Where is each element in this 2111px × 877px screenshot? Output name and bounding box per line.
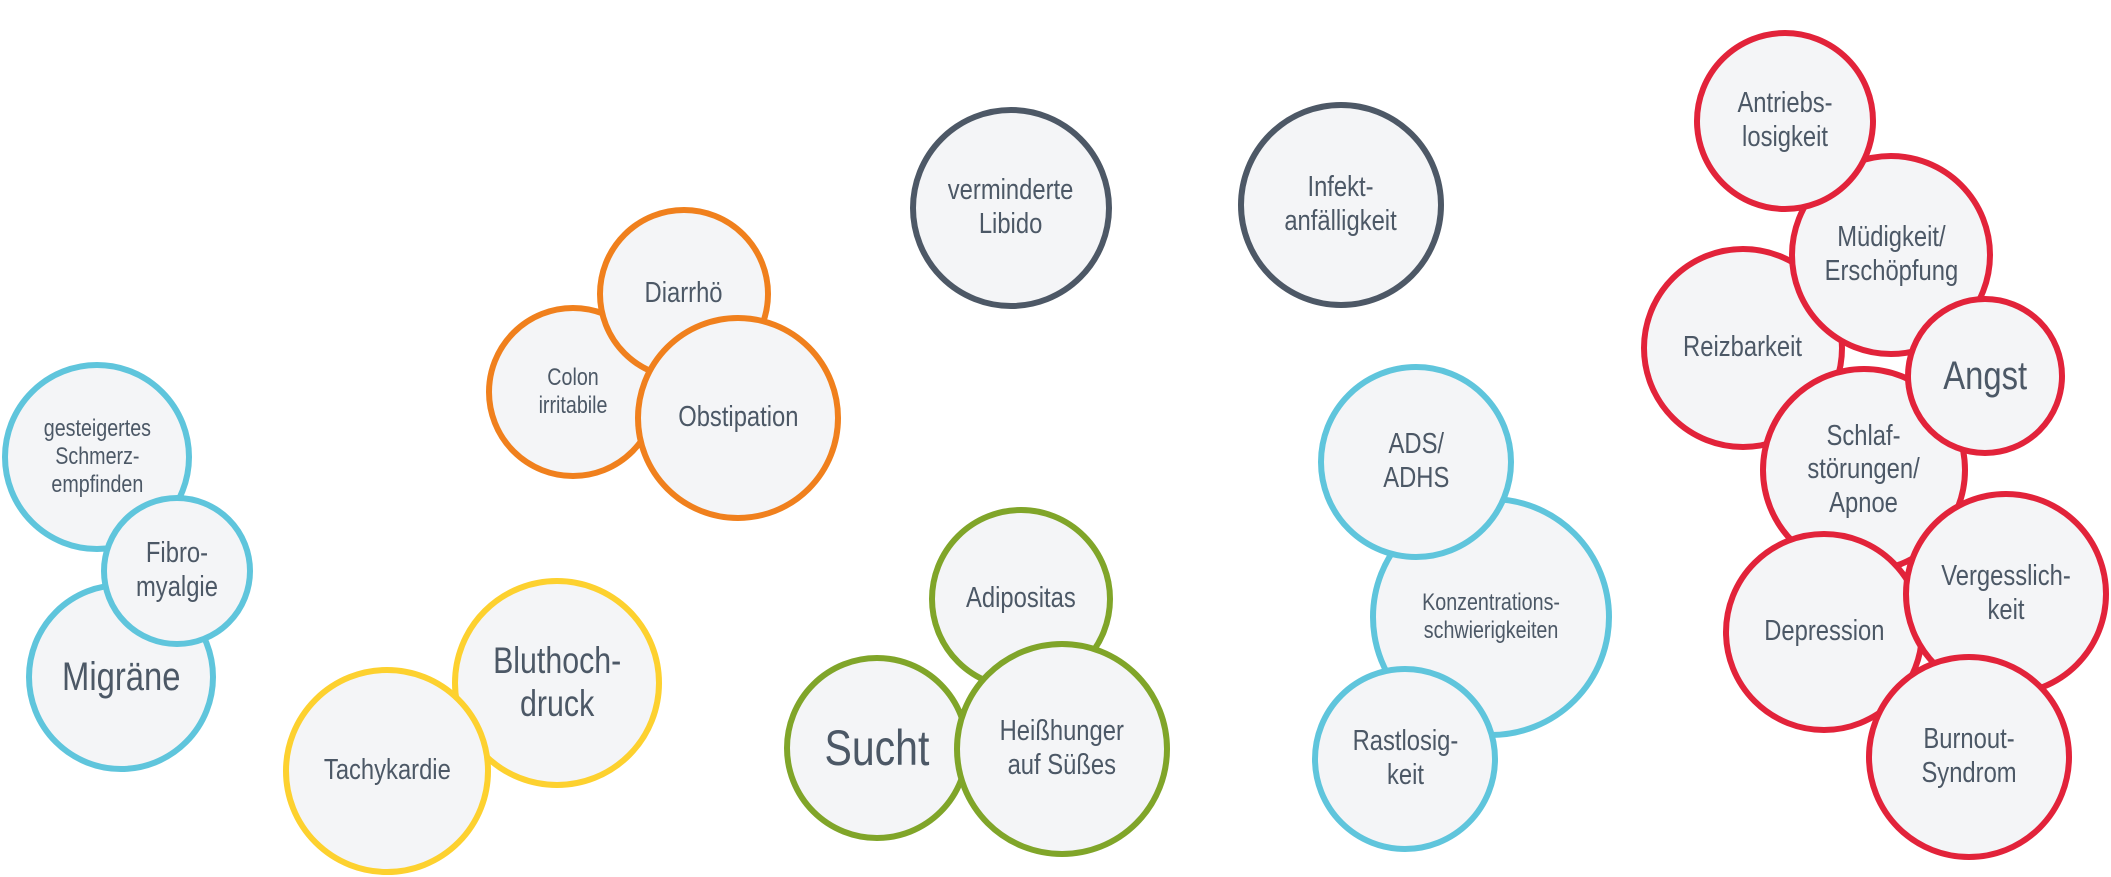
bubble-label: Burnout- Syndrom xyxy=(1921,723,2017,789)
bubble-label: gesteigertes Schmerz- empfinden xyxy=(43,415,151,498)
bubble-label: Sucht xyxy=(824,720,930,776)
bubble-label: verminderte Libido xyxy=(948,174,1074,240)
bubble-ads-adhs: ADS/ ADHS xyxy=(1318,364,1514,560)
bubble-burnout: Burnout- Syndrom xyxy=(1866,654,2072,860)
bubble-label: Müdigkeit/ Erschöpfung xyxy=(1824,221,1958,287)
bubble-label: Colon irritabile xyxy=(538,364,608,419)
bubble-label: Migräne xyxy=(61,654,181,699)
bubble-fibromyalgie: Fibro- myalgie xyxy=(101,495,253,647)
bubble-angst: Angst xyxy=(1905,296,2065,456)
bubble-antriebslosigkeit: Antriebs- losigkeit xyxy=(1694,30,1876,212)
bubble-infektanfaelligkeit: Infekt- anfälligkeit xyxy=(1238,102,1444,308)
bubble-tachykardie: Tachykardie xyxy=(283,667,491,875)
bubble-obstipation: Obstipation xyxy=(635,315,841,521)
bubble-label: Infekt- anfälligkeit xyxy=(1284,171,1398,237)
bubble-label: Diarrhö xyxy=(645,277,723,310)
bubble-verminderte-libido: verminderte Libido xyxy=(910,107,1112,309)
bubble-rastlosigkeit: Rastlosig- keit xyxy=(1312,666,1498,852)
bubble-label: Angst xyxy=(1943,353,2027,398)
bubble-label: Fibro- myalgie xyxy=(136,537,218,603)
bubble-label: Schlaf- störungen/ Apnoe xyxy=(1807,419,1921,519)
bubble-label: Bluthoch- druck xyxy=(492,640,622,724)
bubble-label: Tachykardie xyxy=(323,754,451,787)
bubble-sucht: Sucht xyxy=(784,655,970,841)
bubble-heisshunger: Heißhunger auf Süßes xyxy=(954,641,1170,857)
bubble-label: Vergesslich- keit xyxy=(1941,560,2071,626)
bubble-label: Obstipation xyxy=(677,401,799,434)
bubble-label: Rastlosig- keit xyxy=(1352,725,1458,791)
bubble-label: Konzentrations- schwierigkeiten xyxy=(1422,589,1560,644)
bubble-label: Heißhunger auf Süßes xyxy=(999,715,1125,781)
bubble-bluthochdruck: Bluthoch- druck xyxy=(452,578,662,788)
bubble-label: Adipositas xyxy=(966,582,1076,615)
bubble-label: ADS/ ADHS xyxy=(1382,428,1450,494)
bubble-gesteigertes-schmerzempfinden: gesteigertes Schmerz- empfinden xyxy=(2,362,192,552)
bubble-label: Antriebs- losigkeit xyxy=(1737,87,1833,153)
bubble-label: Reizbarkeit xyxy=(1683,331,1803,364)
bubble-label: Depression xyxy=(1763,615,1885,648)
